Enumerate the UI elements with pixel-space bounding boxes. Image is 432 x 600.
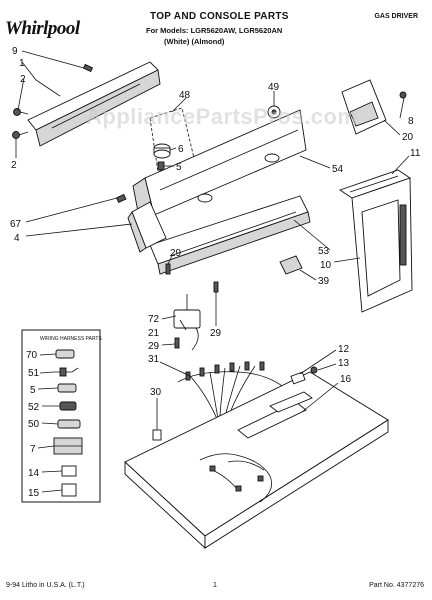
wiring-item-14: 14 [28, 468, 40, 479]
callout-12: 12 [338, 344, 350, 355]
callout-29a: 29 [170, 248, 182, 259]
wiring-harness-box [21, 329, 101, 503]
screw-part-2a[interactable] [13, 108, 29, 116]
wiring-box-title: WIRING HARNESS PARTS [40, 336, 102, 342]
page-title: TOP AND CONSOLE PARTS [150, 11, 289, 22]
wiring-item-70: 70 [26, 350, 38, 361]
callout-39: 39 [318, 276, 330, 287]
wiring-box-labels: WIRING HARNESS PARTS 70 51 5 52 50 7 14 … [26, 336, 102, 499]
callout-31: 31 [148, 354, 160, 365]
knob-part-49[interactable] [267, 105, 281, 119]
harness-part-7[interactable] [53, 437, 83, 455]
screw-part-29a[interactable] [165, 263, 171, 275]
colors-line: (White) (Almond) [164, 37, 225, 46]
knob-part-6[interactable] [153, 143, 171, 159]
side-bracket-part[interactable] [341, 79, 387, 135]
callout-1: 1 [19, 58, 25, 69]
screw-part-29c[interactable] [174, 337, 180, 349]
console-frame-part-10[interactable] [351, 177, 413, 313]
bumper-part-30[interactable] [152, 429, 162, 441]
callout-labels: 9 1 2 2 48 6 5 49 54 8 20 11 67 4 29 53 … [10, 46, 421, 398]
knob-part-5[interactable] [157, 161, 165, 171]
console-base-part[interactable] [149, 195, 311, 275]
rear-bracket-part[interactable] [27, 61, 161, 147]
callout-29b: 29 [210, 328, 222, 339]
leader-lines [15, 50, 410, 430]
door-switch-part-12[interactable] [290, 371, 306, 385]
harness-part-50[interactable] [57, 419, 81, 429]
litho-note: 9-94 Litho in U.S.A. (L.T.) [6, 582, 85, 589]
screw-part-2b[interactable] [12, 131, 29, 139]
harness-part-5[interactable] [57, 383, 77, 393]
wiring-item-50: 50 [28, 419, 40, 430]
callout-16: 16 [340, 374, 352, 385]
end-cap-part[interactable] [127, 201, 167, 253]
callout-30: 30 [150, 387, 162, 398]
harness-part-15[interactable] [61, 483, 77, 497]
wiring-item-15: 15 [28, 488, 40, 499]
brand-registered-mark: ® [14, 28, 18, 34]
callout-29c: 29 [148, 341, 160, 352]
wiring-item-7: 7 [30, 444, 36, 455]
cabinet-top-part[interactable] [124, 371, 389, 550]
callout-11: 11 [410, 148, 421, 159]
wiring-item-51: 51 [28, 368, 40, 379]
callout-8: 8 [408, 116, 414, 127]
appliance-type: GAS DRIVER [374, 13, 418, 20]
callout-5: 5 [176, 162, 182, 173]
timer-switch-part[interactable] [173, 294, 201, 351]
callout-72: 72 [148, 314, 160, 325]
callout-21: 21 [148, 328, 160, 339]
harness-part-70[interactable] [55, 349, 75, 359]
screw-part-8[interactable] [399, 91, 407, 99]
callout-53: 53 [318, 246, 330, 257]
callout-2a: 2 [20, 74, 26, 85]
callout-10: 10 [320, 260, 332, 271]
wiring-item-5: 5 [30, 385, 36, 396]
foot-part-39[interactable] [279, 255, 303, 275]
screw-part-13[interactable] [310, 366, 318, 374]
callout-49: 49 [268, 82, 280, 93]
screw-part-9[interactable] [82, 63, 94, 73]
models-line: For Models: LGR5620AW, LGR5620AN [146, 26, 283, 35]
callout-6: 6 [178, 144, 184, 155]
callout-9: 9 [12, 46, 18, 57]
callout-13: 13 [338, 358, 350, 369]
harness-part-51[interactable] [54, 367, 79, 377]
callout-54: 54 [332, 164, 344, 175]
callout-48: 48 [179, 90, 191, 101]
wiring-item-52: 52 [28, 402, 40, 413]
screw-part-29b[interactable] [213, 281, 219, 293]
callout-67: 67 [10, 219, 22, 230]
clip-part-67[interactable] [115, 193, 127, 204]
watermark: AppliancePartsPros.com [86, 104, 358, 129]
callout-20: 20 [402, 132, 414, 143]
part-number: Part No. 4377276 [369, 582, 424, 589]
callout-4: 4 [14, 233, 20, 244]
lower-harness-part[interactable] [199, 453, 273, 503]
harness-part-14[interactable] [61, 465, 77, 477]
brand-logo: ® Whirlpool [5, 18, 80, 40]
brand-name: Whirlpool [5, 18, 80, 39]
callout-2b: 2 [11, 160, 17, 171]
harness-part-52[interactable] [59, 401, 77, 411]
page-number: 1 [213, 582, 217, 589]
